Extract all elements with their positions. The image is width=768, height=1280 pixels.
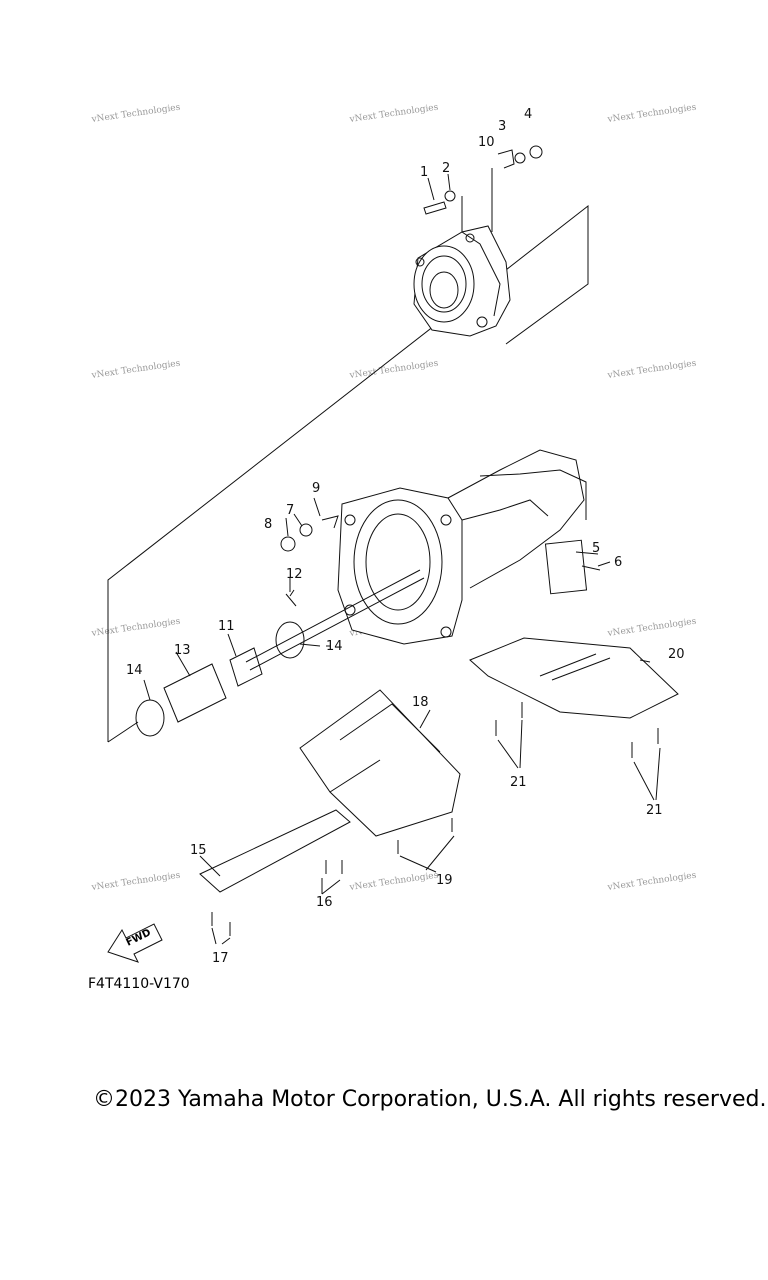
leader-lines	[143, 497, 661, 945]
plate-20	[469, 637, 679, 719]
callout-21: 21	[510, 775, 527, 790]
watermark: vNext Technologies	[348, 871, 439, 894]
watermark: vNext Technologies	[90, 871, 181, 894]
screw-17	[211, 912, 231, 936]
fwd-arrow	[107, 923, 163, 963]
callout-14: 14	[326, 639, 343, 654]
leader-lines-top	[427, 168, 493, 232]
callout-18: 18	[412, 695, 429, 710]
callout-3: 3	[498, 119, 506, 134]
watermark: vNext Technologies	[348, 359, 439, 382]
callout-19: 19	[436, 873, 453, 888]
callout-17: 17	[212, 951, 229, 966]
callout-9: 9	[312, 481, 320, 496]
bracket-15	[199, 809, 351, 893]
callout-5: 5	[592, 541, 600, 556]
callout-14: 14	[126, 663, 143, 678]
watermark: vNext Technologies	[606, 617, 697, 640]
washer-3	[514, 152, 526, 164]
callout-20: 20	[668, 647, 685, 662]
copyright-notice: ©2023 Yamaha Motor Corporation, U.S.A. A…	[93, 1087, 767, 1112]
clip-10	[497, 149, 515, 169]
callout-8: 8	[264, 517, 272, 532]
assembly-frame-line	[107, 204, 589, 743]
block-5	[544, 539, 588, 595]
watermark: vNext Technologies	[606, 103, 697, 126]
callout-16: 16	[316, 895, 333, 910]
screw-21-right	[631, 728, 659, 758]
nut-8	[280, 536, 296, 552]
callout-2: 2	[442, 161, 450, 176]
clamp-14-lower	[135, 699, 165, 737]
callout-6: 6	[614, 555, 622, 570]
watermark: vNext Technologies	[606, 359, 697, 382]
drive-shaft	[245, 569, 425, 671]
callout-labels: 1 2 3 4 5 6 7 8 9 10 11 12 13 14 14 15 1…	[126, 107, 685, 966]
screw-19	[397, 818, 453, 854]
watermark: vNext Technologies	[90, 617, 181, 640]
bearing-housing	[413, 225, 511, 337]
washer-7	[299, 523, 313, 537]
watermark: vNext Technologies	[606, 871, 697, 894]
callout-1: 1	[420, 165, 428, 180]
washer-2	[444, 190, 456, 202]
clamp-14-upper	[275, 621, 305, 659]
screw-21-left	[495, 702, 523, 736]
screw-16	[325, 860, 343, 874]
callout-21: 21	[646, 803, 663, 818]
nut-4	[529, 145, 543, 159]
drawing-code: F4T4110-V170	[88, 976, 190, 992]
watermark: vNext Technologies	[90, 103, 181, 126]
clip-9	[321, 515, 339, 529]
callout-11: 11	[218, 619, 235, 634]
callout-7: 7	[286, 503, 294, 518]
callout-12: 12	[286, 567, 303, 582]
callout-10: 10	[478, 135, 495, 150]
screw-6	[581, 565, 601, 571]
watermark: vNext Technologies	[348, 103, 439, 126]
callout-13: 13	[174, 643, 191, 658]
watermark: vNext Technologies	[90, 359, 181, 382]
hose-13	[163, 663, 227, 723]
bolt-1	[423, 201, 447, 215]
screw-12	[285, 589, 297, 607]
bellows-11	[229, 647, 263, 687]
callout-4: 4	[524, 107, 532, 122]
callout-15: 15	[190, 843, 207, 858]
